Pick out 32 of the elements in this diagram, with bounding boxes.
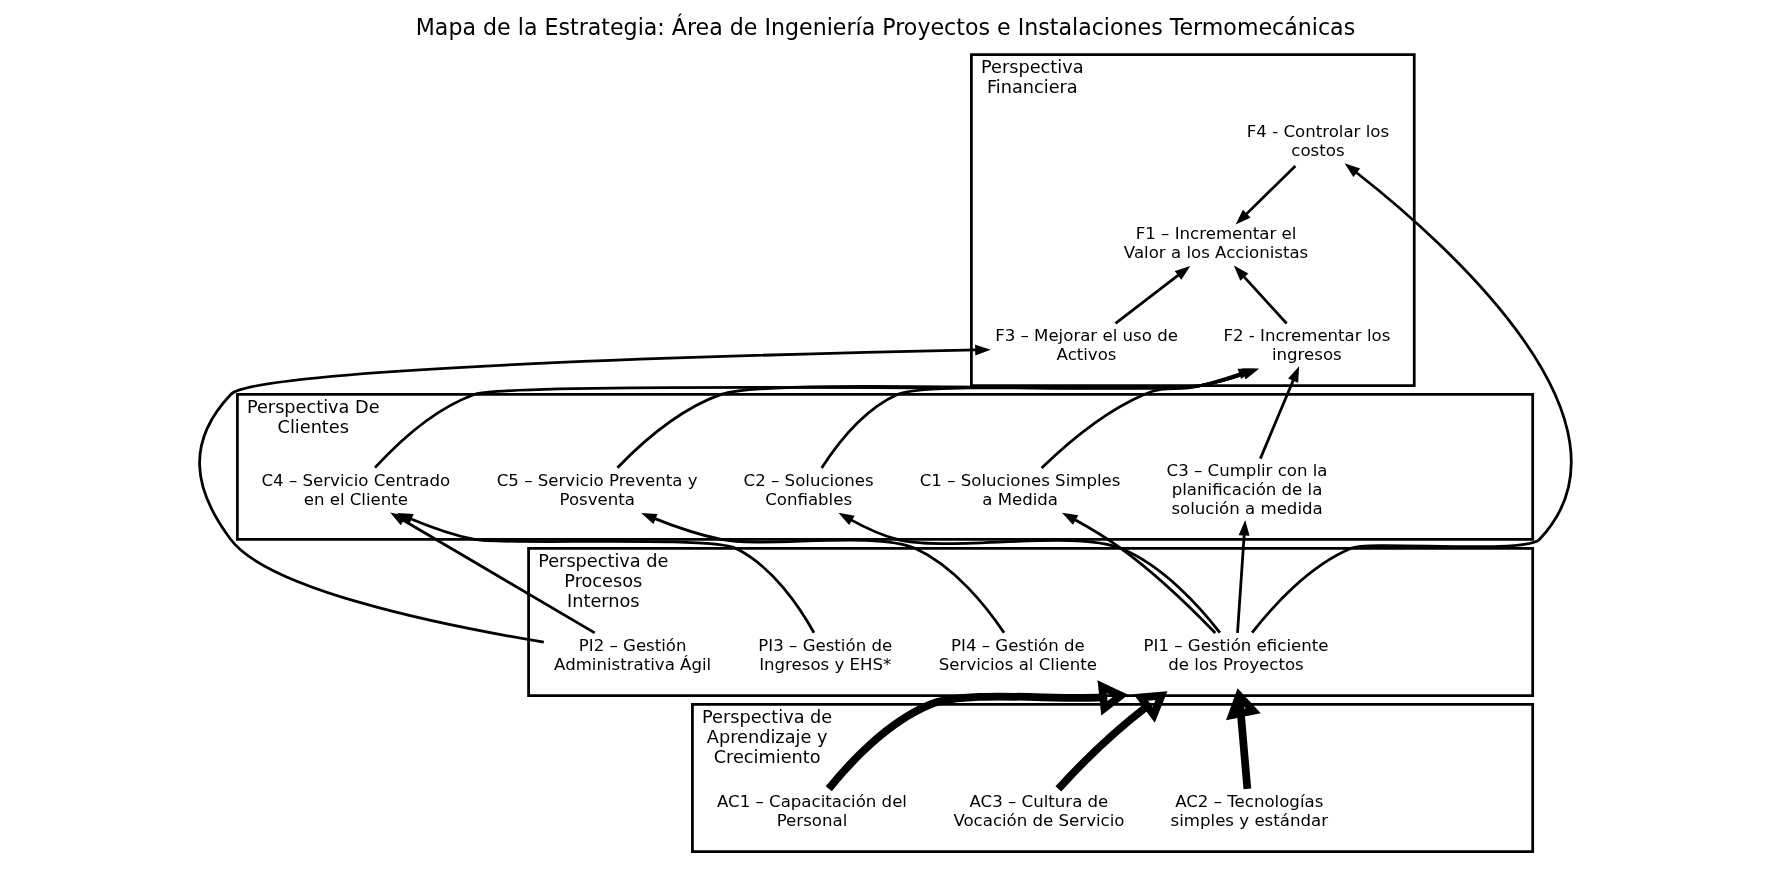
arrow <box>1226 688 1261 790</box>
node-text: AC2 – Tecnologías simples y estándar <box>1170 791 1328 830</box>
node-text: C3 – Cumplir con la planificación de la solución a medida <box>1166 461 1328 518</box>
node-text: AC3 – Cultura de Vocación de Servicio <box>953 791 1125 830</box>
node-text: C4 – Servicio Centrado en el Cliente <box>261 470 451 509</box>
node-text: PI3 – Gestión de Ingresos y EHS* <box>758 635 893 674</box>
node-text: F3 – Mejorar el uso de Activos <box>995 326 1178 365</box>
arrow <box>198 344 991 644</box>
diagram-title: Mapa de la Estrategia: Área de Ingeniería Proyectos e Instalaciones Termomecánicas <box>415 13 1356 40</box>
arrow <box>838 512 1221 634</box>
arrow <box>1055 691 1168 792</box>
arrow <box>1233 265 1288 325</box>
node-text: F4 - Controlar los costos <box>1246 122 1390 160</box>
arrow <box>641 513 1006 634</box>
node-text: F1 – Incrementar el Valor a los Accionistas <box>1123 224 1309 263</box>
arrow <box>1235 164 1297 225</box>
arrow <box>1251 163 1572 634</box>
node-text: C5 – Servicio Preventa y Posventa <box>496 470 698 509</box>
arrow <box>390 512 596 635</box>
node-text: PI1 – Gestión eficiente de los Proyectos <box>1143 635 1329 674</box>
arrow <box>1259 366 1300 460</box>
node-text: C1 – Soluciones Simples a Medida <box>919 470 1121 509</box>
arrow <box>1114 265 1191 325</box>
arrow <box>1236 519 1250 633</box>
node-text: F2 - Incrementar los ingresos <box>1223 326 1391 365</box>
arrow <box>1062 512 1217 634</box>
node-text: AC1 – Capacitación del Personal <box>717 791 907 830</box>
arrow <box>825 680 1129 792</box>
arrow <box>397 513 816 634</box>
node-text: PI2 – Gestión Administrativa Ágil <box>554 635 712 674</box>
node-text: C2 – Soluciones Confiables <box>743 470 874 509</box>
node-text: PI4 – Gestión de Servicios al Cliente <box>938 635 1097 674</box>
